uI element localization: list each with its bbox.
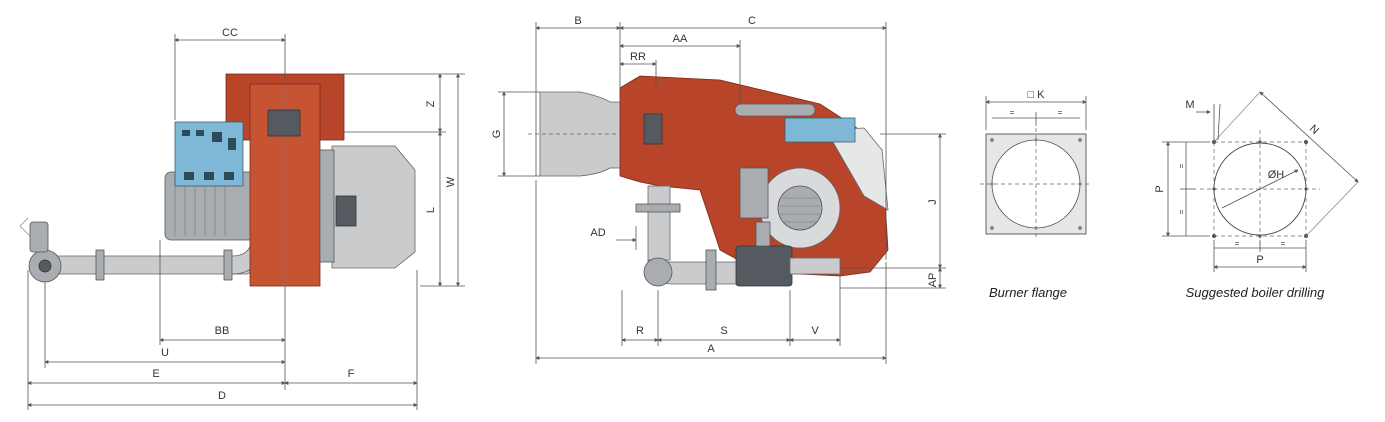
dim-label-b: B xyxy=(574,15,581,27)
boiler-drilling-caption: Suggested boiler drilling xyxy=(1186,285,1326,300)
gas-pipe xyxy=(49,255,251,275)
drilling-label-p-horizontal: P xyxy=(1256,254,1263,266)
dim-label-z: Z xyxy=(425,100,437,107)
drilling-eq-top: = xyxy=(1177,163,1186,168)
flange-eq-left: = xyxy=(1010,108,1015,117)
dim-label-bb: BB xyxy=(215,325,230,337)
dim-label-u: U xyxy=(161,347,169,359)
dim-label-e: E xyxy=(152,368,159,380)
dim-label-w: W xyxy=(445,176,457,187)
drilling-eq-right: = xyxy=(1281,239,1286,248)
dim-label-aa: AA xyxy=(673,33,688,45)
side-view: CC Z L W BB U E F D xyxy=(19,27,465,410)
pipe-flange-2 xyxy=(223,249,233,281)
drilling-label-h: ØH xyxy=(1268,169,1285,181)
burner-flange-view: □ K = = Burner flange xyxy=(980,89,1092,300)
pipe-flange-1 xyxy=(95,249,105,281)
dim-label-c: C xyxy=(748,15,756,27)
dim-label-s: S xyxy=(720,325,727,337)
dim-label-ap: AP xyxy=(927,273,939,288)
vertical-gas-pipe xyxy=(647,185,671,261)
dim-label-g: G xyxy=(491,130,503,139)
drilling-eq-bottom: = xyxy=(1177,209,1186,214)
air-intake xyxy=(825,127,889,211)
flange-eq-right: = xyxy=(1058,108,1063,117)
burner-flange-caption: Burner flange xyxy=(989,285,1067,300)
drilling-eq-left: = xyxy=(1235,239,1240,248)
drilling-label-m: M xyxy=(1185,99,1194,111)
dim-label-f: F xyxy=(348,368,355,380)
drilling-label-p-vertical: P xyxy=(1154,185,1166,192)
flange-label-k: □ K xyxy=(1027,89,1045,101)
dim-label-r: R xyxy=(636,325,644,337)
dim-label-l: L xyxy=(425,207,437,213)
blue-plate xyxy=(784,117,856,143)
valve-group xyxy=(735,245,793,287)
blast-tube xyxy=(331,145,416,269)
dim-label-d: D xyxy=(218,390,226,402)
dim-label-a: A xyxy=(707,343,715,355)
dim-label-j: J xyxy=(927,199,939,205)
dim-label-v: V xyxy=(811,325,819,337)
drilling-label-n: N xyxy=(1307,123,1321,137)
dim-label-ad: AD xyxy=(590,227,605,239)
boiler-drilling-view: ØH N M P = = = = P Suggested boiler dril… xyxy=(1154,91,1359,300)
front-view: B C AA RR G J AP AD R S V xyxy=(491,15,946,364)
dim-label-rr: RR xyxy=(630,51,646,63)
gas-train xyxy=(705,249,717,291)
inlet-valve-body xyxy=(29,221,49,253)
dim-label-cc: CC xyxy=(222,27,238,39)
control-box xyxy=(267,109,301,137)
